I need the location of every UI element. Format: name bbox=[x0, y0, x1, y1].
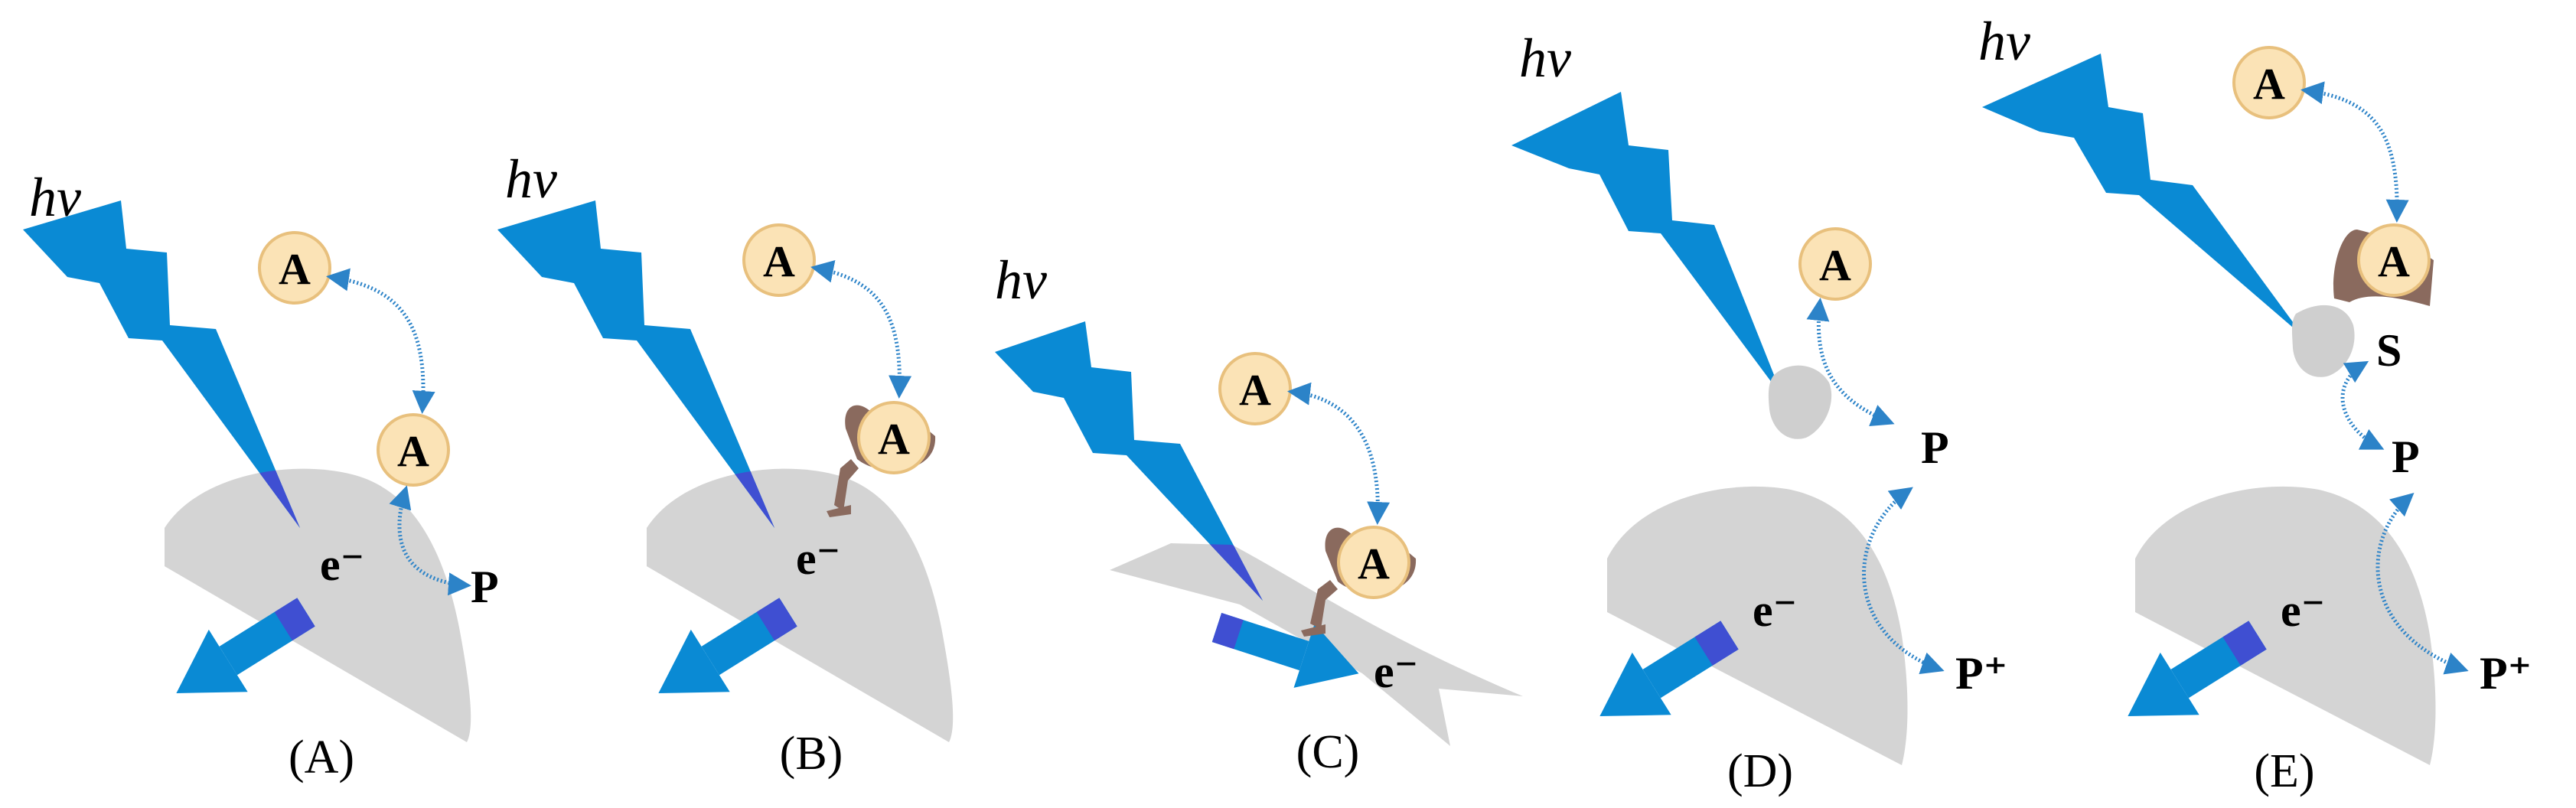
exchange-arrow bbox=[326, 268, 435, 414]
product-plus-label: P⁺ bbox=[1955, 648, 2007, 699]
sensitizer-blob bbox=[1768, 365, 1832, 439]
particle-a-bottom: A bbox=[857, 401, 931, 474]
particle-label: A bbox=[397, 426, 429, 476]
electron-label: e⁻ bbox=[320, 539, 364, 590]
lightning-bolt-icon bbox=[23, 200, 300, 528]
product-label: P bbox=[2392, 432, 2420, 482]
sensitizer-arrow bbox=[1806, 298, 1895, 427]
particle-label: A bbox=[279, 244, 311, 294]
product-label: P bbox=[471, 562, 499, 612]
electron-label: e⁻ bbox=[1374, 647, 1418, 697]
hv-label: hν bbox=[505, 148, 557, 210]
particle-label: A bbox=[878, 414, 910, 464]
particle-label: A bbox=[1239, 365, 1271, 415]
panel-c: hν e⁻ A A (C) bbox=[995, 249, 1523, 778]
product-arrow bbox=[389, 485, 471, 596]
lightning-bolt-icon bbox=[995, 321, 1263, 601]
panel-caption: (D) bbox=[1727, 745, 1793, 797]
lightning-bolt-icon bbox=[1982, 54, 2304, 337]
panel-caption: (C) bbox=[1296, 726, 1360, 778]
panel-d: hν e⁻ A P P⁺ (D) bbox=[1511, 28, 2007, 797]
particle-a-top: A bbox=[1798, 227, 1872, 301]
particle-a-bottom: A bbox=[377, 413, 450, 487]
particle-a-top: A bbox=[258, 231, 331, 305]
particle-a-bottom: A bbox=[2357, 223, 2431, 297]
lightning-bolt-icon bbox=[497, 200, 774, 528]
exchange-arrow bbox=[810, 260, 912, 399]
electron-label: e⁻ bbox=[2281, 585, 2325, 636]
electron-arrow bbox=[176, 598, 315, 693]
particle-label: A bbox=[1819, 240, 1851, 290]
panel-caption: (B) bbox=[780, 728, 843, 780]
product-arrow bbox=[2375, 493, 2469, 675]
particle-label: A bbox=[763, 236, 795, 286]
electron-arrow bbox=[1211, 612, 1359, 688]
panel-caption: (A) bbox=[289, 731, 354, 784]
sensitizer-label: S bbox=[2376, 325, 2402, 376]
particle-a-top: A bbox=[1218, 352, 1292, 425]
product-label: P bbox=[1921, 422, 1949, 473]
sensitizer-arrow bbox=[2340, 360, 2385, 450]
electron-arrow bbox=[1599, 621, 1739, 716]
lightning-bolt-icon bbox=[1511, 92, 1783, 398]
particle-label: A bbox=[2378, 236, 2410, 286]
semiconductor-surface bbox=[165, 468, 471, 742]
semiconductor-surface bbox=[647, 468, 954, 742]
electron-arrow bbox=[2128, 621, 2267, 716]
particle-a-top: A bbox=[2232, 46, 2306, 119]
electron-label: e⁻ bbox=[796, 533, 840, 584]
product-plus-label: P⁺ bbox=[2480, 648, 2532, 699]
hv-label: hν bbox=[995, 249, 1047, 311]
semiconductor-surface bbox=[1607, 486, 1908, 765]
exchange-arrow bbox=[1287, 382, 1391, 525]
electron-arrow bbox=[658, 598, 797, 693]
panel-e: hν A A S P e⁻ P⁺ (E) bbox=[1978, 11, 2532, 797]
particle-label: A bbox=[1358, 539, 1390, 588]
particle-a-top: A bbox=[742, 223, 816, 297]
product-arrow bbox=[1862, 487, 1945, 674]
hv-label: hν bbox=[1519, 28, 1571, 89]
particle-a-bottom: A bbox=[1337, 526, 1410, 599]
particle-label: A bbox=[2253, 59, 2285, 109]
exchange-arrow bbox=[2300, 81, 2409, 223]
panel-a: hν e⁻ A A P (A) bbox=[23, 167, 499, 784]
panel-b: hν e⁻ A A (B) bbox=[497, 148, 954, 780]
semiconductor-surface bbox=[2135, 486, 2436, 765]
hv-label: hν bbox=[1978, 11, 2030, 72]
panel-caption: (E) bbox=[2254, 745, 2314, 797]
sensitizer-blob bbox=[2291, 305, 2355, 377]
electron-label: e⁻ bbox=[1753, 585, 1797, 636]
